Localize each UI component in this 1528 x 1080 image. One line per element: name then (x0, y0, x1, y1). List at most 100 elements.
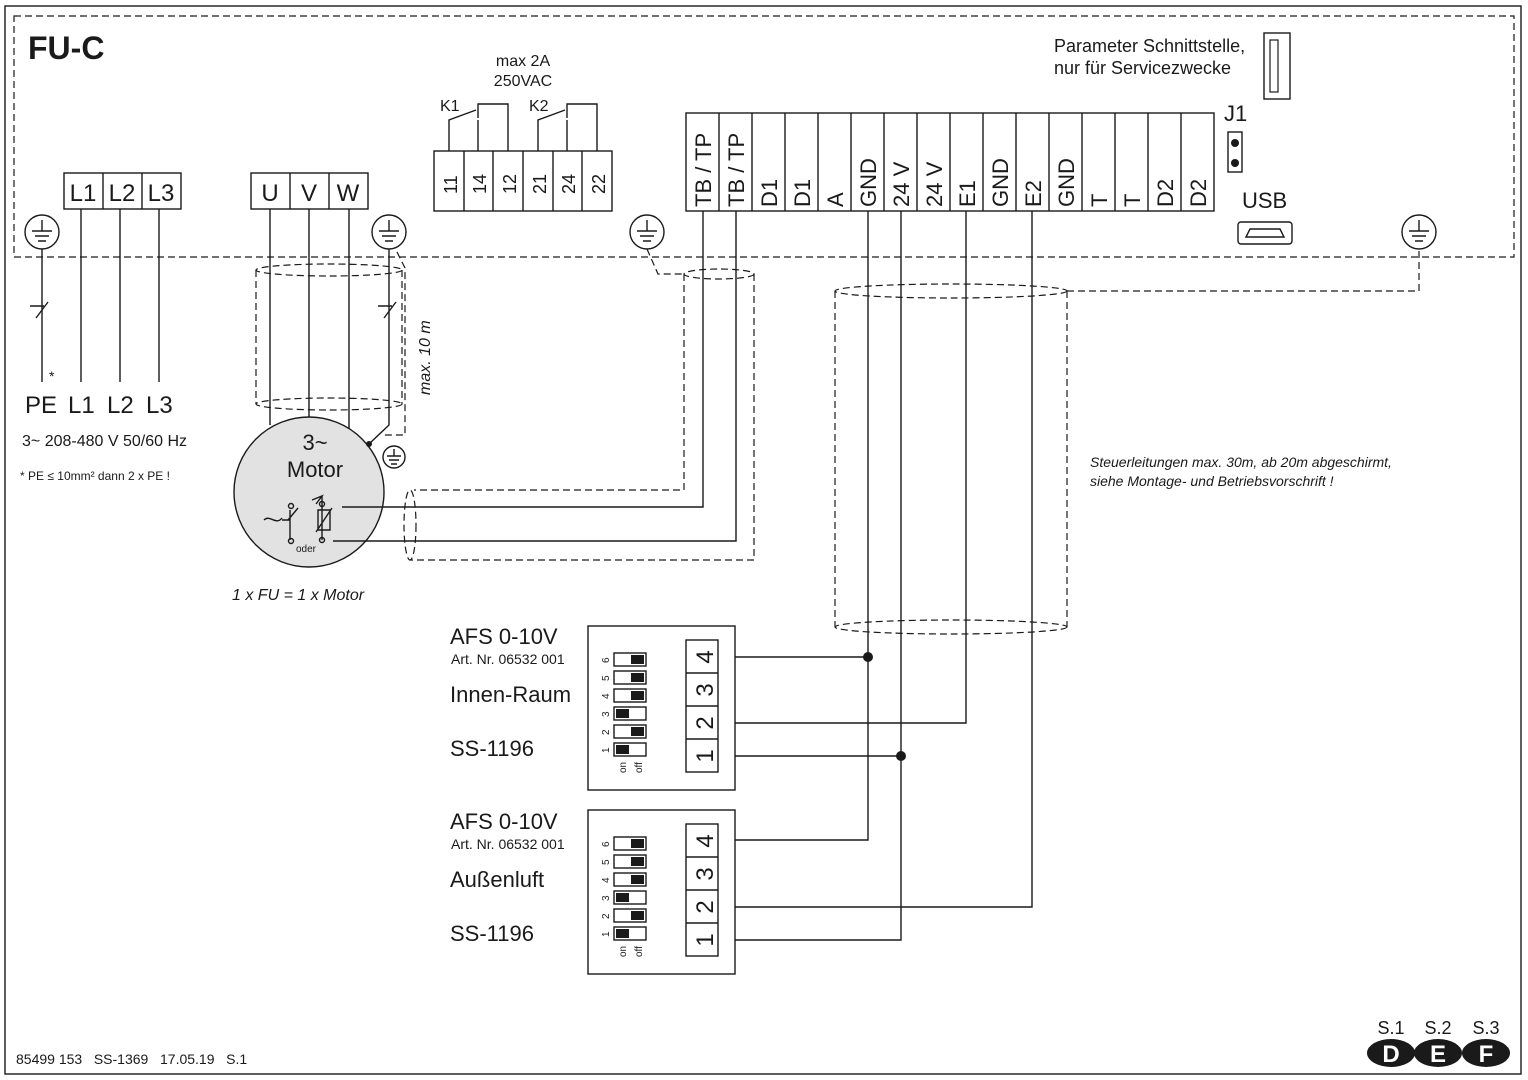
sensor-1-art: Art. Nr. 06532 001 (451, 651, 565, 667)
mains-label-l2: L2 (107, 392, 134, 419)
page-lang-e: E (1430, 1041, 1446, 1068)
control-note-line1: Steuerleitungen max. 30m, ab 20m abgesch… (1090, 454, 1392, 470)
sensor-1-title: AFS 0-10V (450, 624, 558, 649)
sensor-1-location: Innen-Raum (450, 682, 571, 707)
sensor-1-on-label: on (618, 762, 629, 773)
relay-pin-24: 24 (559, 174, 579, 194)
motor-label-1: 3~ (302, 430, 327, 455)
control-terminal-block: TB / TP TB / TP D1 D1 A GND 24 V 24 V E1… (685, 112, 1215, 212)
page-frame (4, 5, 1522, 1075)
supply-terminal-l2: L2 (109, 180, 136, 207)
service-port-connector-icon (1263, 32, 1291, 100)
mains-pe-note: * PE ≤ 10mm² dann 2 x PE ! (20, 469, 170, 483)
page-num-1: S.1 (1377, 1018, 1404, 1038)
sensor-1-off-label: off (634, 762, 645, 773)
service-port-line2: nur für Servicezwecke (1054, 58, 1231, 78)
control-wires (718, 211, 1033, 941)
motor-cable-max-length: max. 10 m (417, 320, 434, 395)
jumper-label: J1 (1224, 101, 1247, 126)
sensor-1: AFS 0-10V Art. Nr. 06532 001 Innen-Raum … (450, 624, 736, 791)
control-terminal-a: A (823, 192, 848, 207)
sensor-2-location: Außenluft (450, 867, 544, 892)
sensor-2-terminal-block: 4 3 2 1 (685, 823, 719, 957)
usb-label: USB (1242, 188, 1287, 213)
sensor-1-dip-2: 2 (601, 729, 612, 735)
page-link-e[interactable]: E (1414, 1039, 1462, 1068)
relay-rating-2: 250VAC (494, 73, 552, 90)
control-terminal-t-1: T (1087, 194, 1112, 207)
page-link-d[interactable]: D (1367, 1039, 1415, 1068)
sensor-2: AFS 0-10V Art. Nr. 06532 001 Außenluft S… (450, 809, 736, 975)
sensor-1-dip-1: 1 (601, 747, 612, 753)
sensor-2-art: Art. Nr. 06532 001 (451, 836, 565, 852)
earth-symbol-icon (371, 214, 407, 250)
mains-label-l3: L3 (146, 392, 173, 419)
mains-star: * (49, 368, 55, 384)
relay-rating-1: max 2A (496, 53, 551, 70)
sensor-2-on-label: on (618, 946, 629, 957)
sensor-2-off-label: off (634, 946, 645, 957)
motor-terminal-v: V (301, 180, 317, 207)
sensor-2-dip-5: 5 (601, 859, 612, 865)
control-terminal-e2: E2 (1021, 180, 1046, 207)
relay-k2-label: K2 (529, 98, 549, 115)
motor-terminal-block: U V W (250, 172, 369, 210)
page-language-links: S.1 S.2 S.3 D E F (1367, 1018, 1510, 1068)
sensor-1-dip-5: 5 (601, 675, 612, 681)
supply-terminal-l1: L1 (70, 180, 97, 207)
control-terminal-d2-1: D2 (1153, 179, 1178, 207)
sensor-1-terminal-block: 4 3 2 1 (685, 639, 719, 773)
page-num-3: S.3 (1472, 1018, 1499, 1038)
earth-symbol-icon (1401, 214, 1437, 250)
sensor-1-code: SS-1196 (450, 736, 534, 761)
motor-icon (233, 416, 385, 568)
sensor-2-dip-6: 6 (601, 841, 612, 847)
sensor-2-terminal-1: 1 (692, 933, 719, 946)
sensor-2-dip-2: 2 (601, 913, 612, 919)
sensor-2-code: SS-1196 (450, 921, 534, 946)
jumper-icon (1227, 131, 1243, 173)
motor-cable-shield (255, 263, 403, 411)
sensor-2-title: AFS 0-10V (450, 809, 558, 834)
thermal-oder-label: oder (296, 544, 317, 555)
earth-symbol-icon (24, 214, 60, 250)
control-terminal-d2-2: D2 (1186, 179, 1211, 207)
control-terminal-24v-2: 24 V (922, 161, 947, 207)
sensor-1-dip-3: 3 (601, 711, 612, 717)
motor-label-2: Motor (287, 457, 343, 482)
motor-earth-icon (382, 445, 406, 469)
sensor-1-terminal-3: 3 (692, 683, 719, 696)
sensor-2-dip-3: 3 (601, 895, 612, 901)
control-note-line2: siehe Montage- und Betriebsvorschrift ! (1090, 473, 1334, 489)
relay-pin-21: 21 (530, 174, 550, 194)
control-terminal-tb-tp-2: TB / TP (724, 133, 749, 207)
motor-wires (269, 209, 406, 445)
device-outline (13, 15, 1515, 258)
page-num-2: S.2 (1424, 1018, 1451, 1038)
control-terminal-d1-1: D1 (757, 179, 782, 207)
control-terminal-d1-2: D1 (790, 179, 815, 207)
control-terminal-t-2: T (1120, 194, 1145, 207)
sensor-1-terminal-1: 1 (692, 749, 719, 762)
relay-contacts-icon (448, 103, 598, 151)
sensor-1-dip-switches (613, 652, 647, 757)
relay-k1-label: K1 (440, 98, 460, 115)
sensor-2-dip-4: 4 (601, 877, 612, 883)
footer-docinfo: 85499 153 SS-1369 17.05.19 S.1 (16, 1051, 247, 1067)
thermal-wires (333, 211, 737, 542)
relay-pin-14: 14 (470, 174, 490, 194)
motor-terminal-u: U (261, 180, 278, 207)
motor-terminal-w: W (337, 180, 360, 207)
thermal-cable-shield (403, 248, 755, 561)
page-link-f[interactable]: F (1462, 1039, 1510, 1068)
relay-terminal-block: 11 14 12 21 24 22 (433, 150, 613, 212)
supply-terminal-l3: L3 (148, 180, 175, 207)
sensor-2-terminal-3: 3 (692, 867, 719, 880)
control-terminal-gnd-3: GND (1054, 158, 1079, 207)
mains-label-pe: PE (25, 392, 57, 419)
mains-spec: 3~ 208-480 V 50/60 Hz (22, 433, 187, 450)
service-port-line1: Parameter Schnittstelle, (1054, 36, 1245, 56)
usb-port-icon (1237, 221, 1293, 245)
control-terminal-gnd-1: GND (856, 158, 881, 207)
